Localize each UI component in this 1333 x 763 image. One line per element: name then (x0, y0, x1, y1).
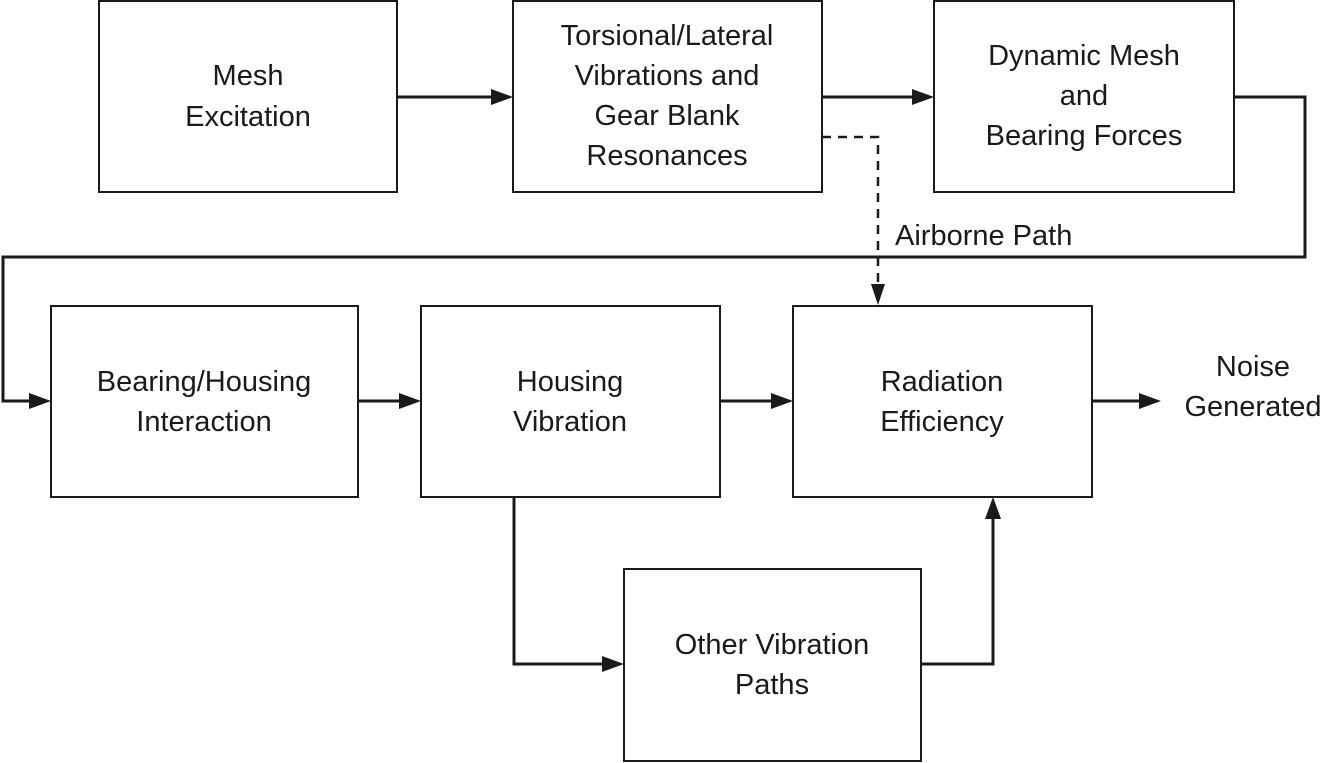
box-dynamic-forces: Dynamic Mesh and Bearing Forces (933, 0, 1235, 193)
arrowhead-radiation (771, 393, 793, 409)
airborne-path-dashed (822, 135, 880, 284)
arrowhead-radiation-bottom (985, 497, 1001, 519)
box-mesh-excitation: Mesh Excitation (98, 0, 398, 193)
box-label-line: Housing (517, 366, 623, 398)
box-label-line: Paths (735, 669, 809, 701)
box-label-line: Gear Blank (594, 100, 740, 132)
arrowhead-bearing (29, 393, 51, 409)
box-label-line: Bearing/Housing (97, 366, 311, 398)
connectors (1, 89, 1307, 672)
arrowhead-torsional (491, 89, 513, 105)
box-label-line: Mesh (213, 60, 284, 92)
output-label-line: Noise (1216, 351, 1290, 383)
airborne-path-label: Airborne Path (895, 220, 1072, 252)
arrowhead-other (602, 656, 624, 672)
box-radiation-efficiency: Radiation Efficiency (792, 305, 1093, 498)
box-label-line: Vibration (513, 406, 627, 438)
box-other-paths: Other Vibration Paths (623, 568, 922, 762)
arrow-other-to-radiation (921, 518, 995, 666)
box-label-line: Resonances (586, 140, 747, 172)
box-label-line: Interaction (136, 406, 271, 438)
arrowhead-airborne (871, 284, 885, 305)
box-label-line: Vibrations and (575, 60, 760, 92)
box-torsional-vibrations: Torsional/Lateral Vibrations and Gear Bl… (512, 0, 823, 193)
arrowhead-noise (1139, 393, 1161, 409)
box-bearing-housing: Bearing/Housing Interaction (50, 305, 359, 498)
box-label-line: Radiation (881, 366, 1004, 398)
box-label-line: Efficiency (880, 406, 1004, 438)
arrow-housing-to-other (512, 497, 603, 666)
arrowhead-housing (399, 393, 421, 409)
output-label-line: Generated (1184, 391, 1321, 423)
arrow-dynamic-to-bearing (1, 95, 1307, 403)
box-label-line: Dynamic Mesh (988, 40, 1180, 72)
box-label-line: Other Vibration (675, 629, 870, 661)
box-label-line: Bearing Forces (986, 120, 1183, 152)
box-housing-vibration: Housing Vibration (420, 305, 721, 498)
box-label-line: Torsional/Lateral (561, 20, 774, 52)
noise-generated-output: Noise Generated (1184, 351, 1321, 423)
box-label-line: Excitation (185, 101, 311, 133)
box-label-line: and (1060, 80, 1108, 112)
arrowhead-dynamic (912, 89, 934, 105)
